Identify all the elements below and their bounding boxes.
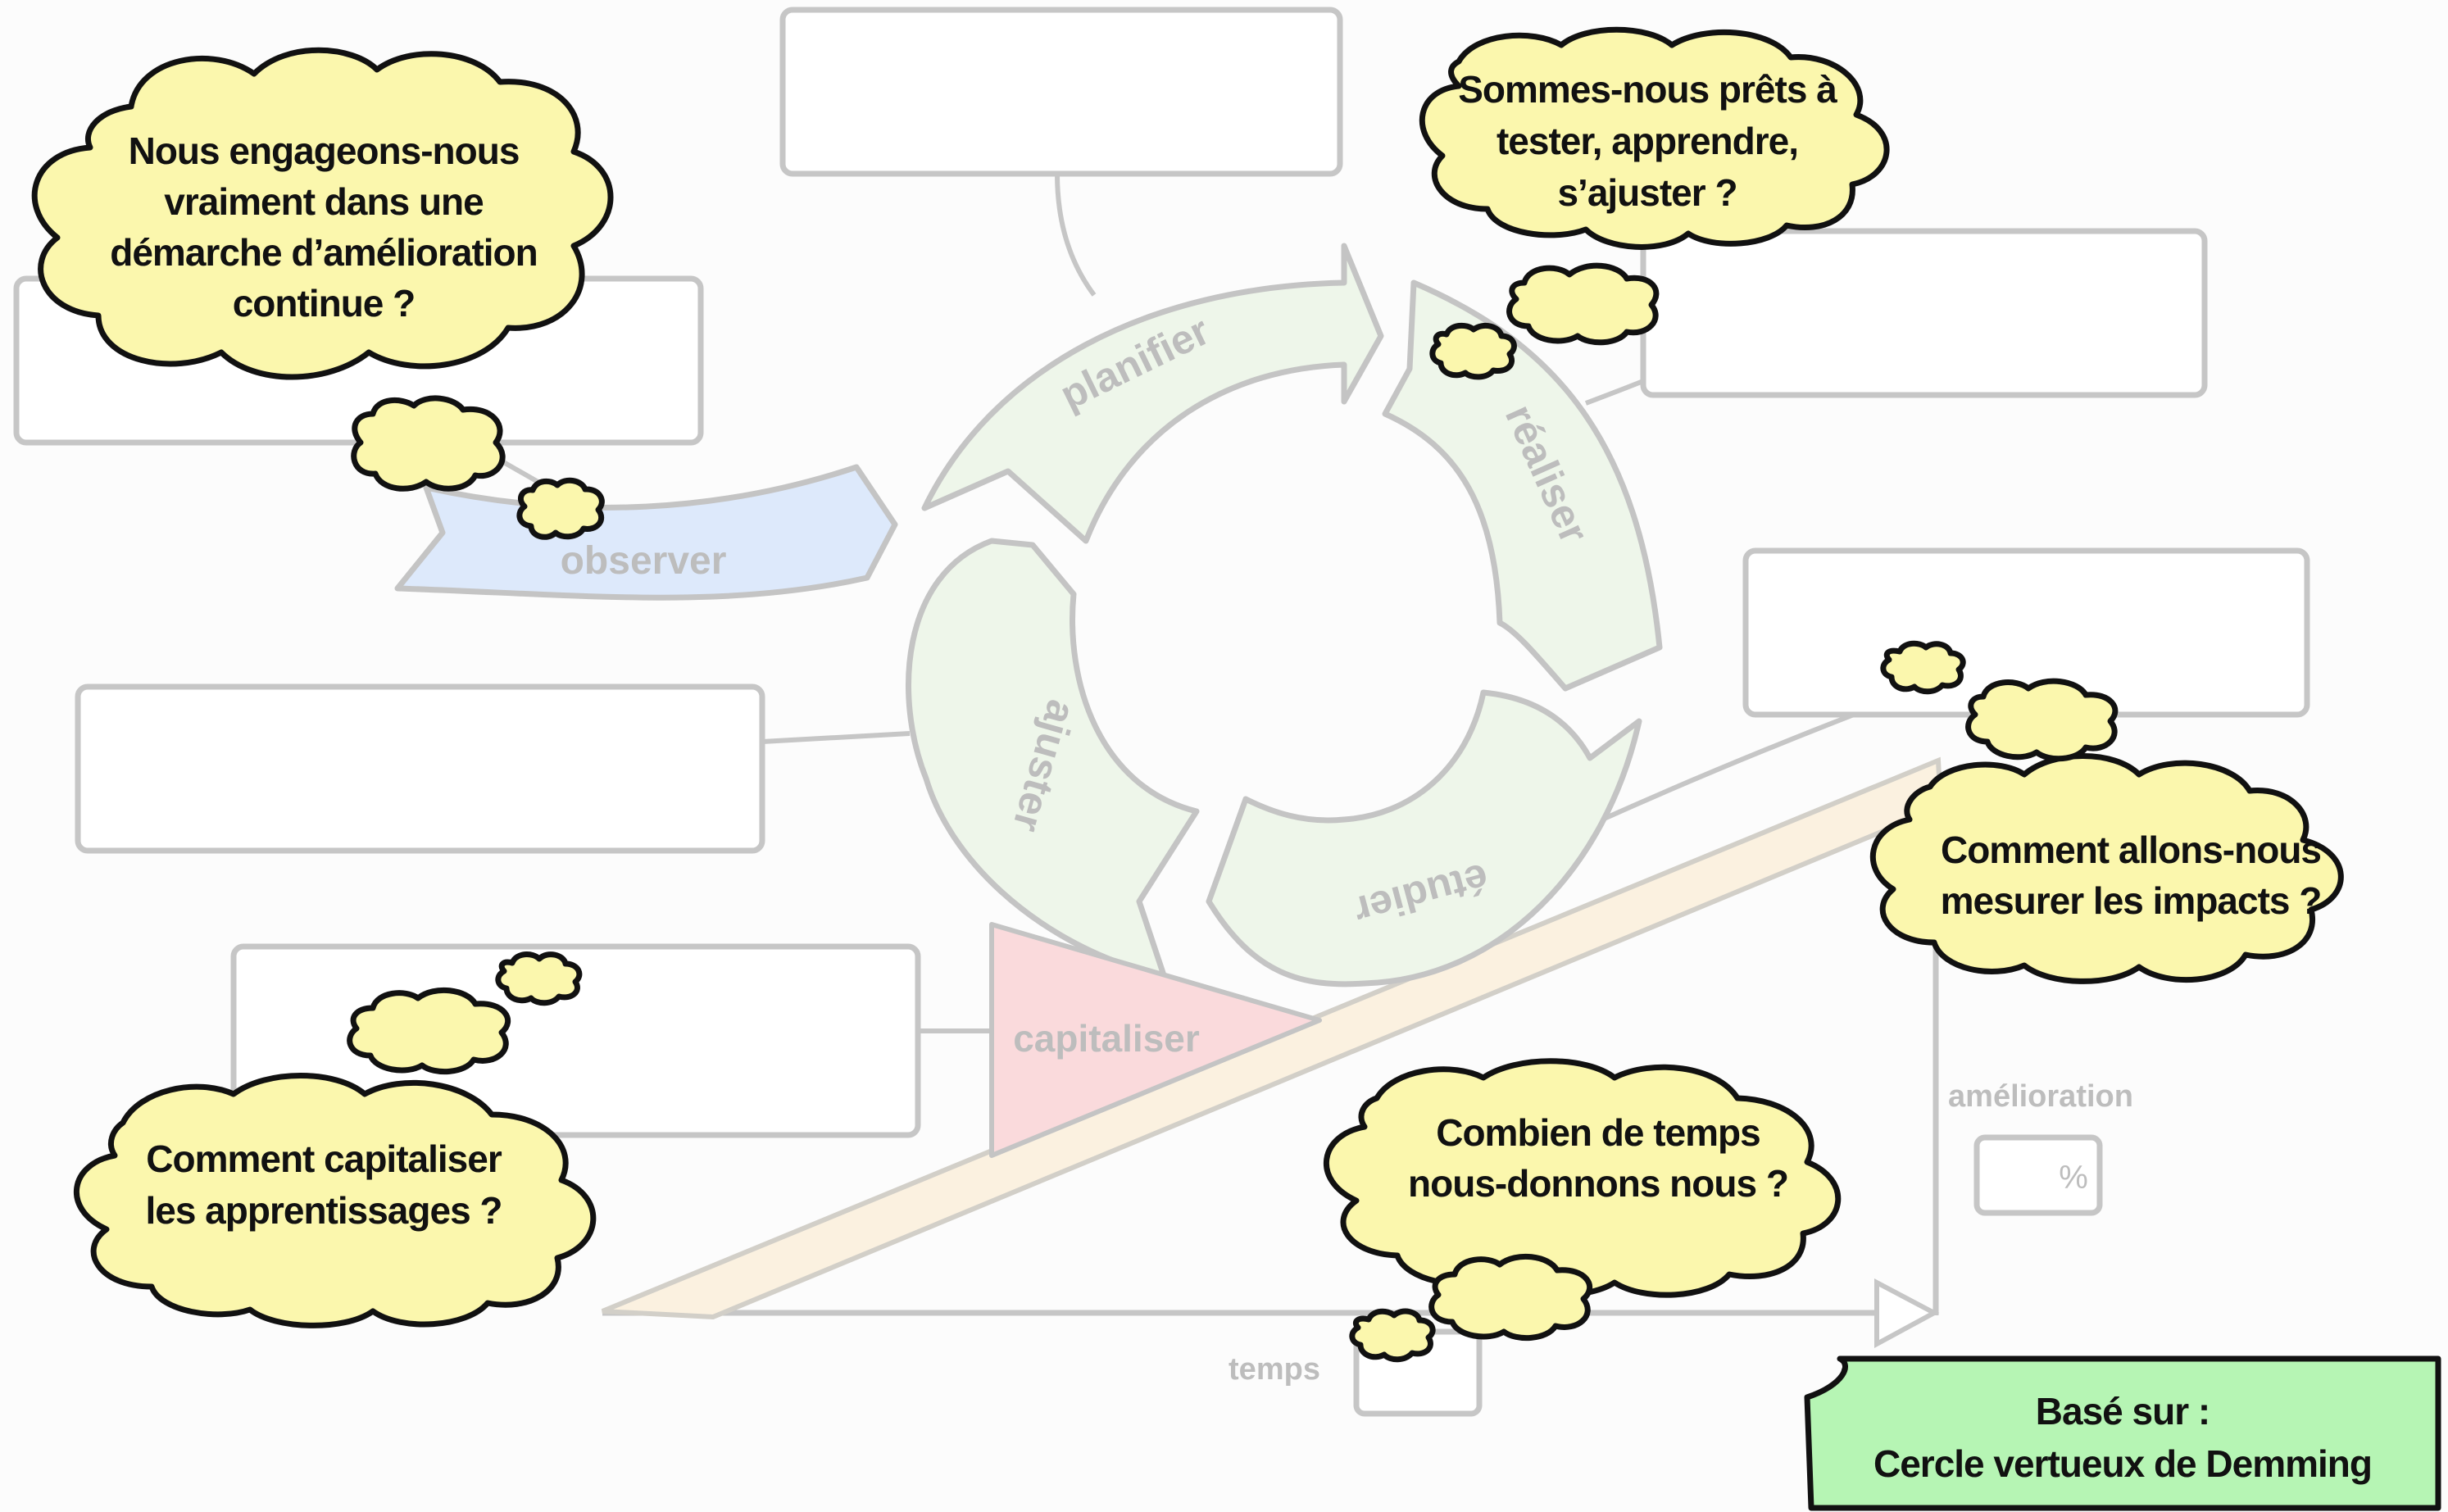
bubble-ready-line-1: Sommes-nous prêts à [1458, 68, 1837, 111]
source-note-line-1: Basé sur : [2036, 1390, 2210, 1433]
bubble-time-line-1: Combien de temps [1436, 1111, 1760, 1154]
time-axis-label: temps [1229, 1352, 1320, 1387]
cycle-arrow-do[interactable] [1382, 279, 1663, 692]
thought-bubble-commit [31, 47, 614, 380]
connector-act [761, 731, 911, 744]
thought-bubble-measure [1869, 753, 2344, 984]
source-note: Basé sur : Cercle vertueux de Demming [1804, 1355, 2441, 1511]
connector-do [1584, 379, 1645, 406]
axes: temps amélioration % [602, 762, 2133, 1387]
capitalize-triangle[interactable] [989, 922, 1322, 1158]
pdca-cycle [906, 243, 1663, 988]
capitalize-label: capitaliser [1013, 1017, 1200, 1060]
connector-study [1601, 712, 1855, 822]
bubble-capitalize-line-1: Comment capitaliser [146, 1137, 502, 1180]
bubble-texts: Nous engageons-nous vraiment dans une dé… [110, 68, 2322, 1232]
thought-bubbles [31, 26, 2344, 1363]
thought-trail-small-ready [1429, 322, 1517, 380]
thought-trail-large-capitalize [347, 987, 511, 1075]
bubble-ready-line-2: tester, apprendre, [1497, 120, 1798, 162]
thought-trail-small-capitalize [495, 951, 583, 1006]
placeholder-box-plan[interactable] [779, 7, 1343, 177]
thought-bubble-time [1324, 1058, 1842, 1299]
thought-trail-large-commit [351, 395, 506, 492]
cycle-arrow-act[interactable] [906, 538, 1200, 978]
thought-trail-large-measure [1965, 678, 2119, 762]
thought-trail-small-commit [516, 477, 605, 540]
thought-trail-large-ready [1506, 262, 1660, 346]
thought-trail-small-measure [1880, 640, 1966, 695]
bubble-commit-line-1: Nous engageons-nous [129, 129, 520, 172]
connector-plan [1055, 173, 1097, 297]
cycle-arrow-plan[interactable] [921, 243, 1384, 544]
bubble-time-line-2: nous-donnons nous ? [1408, 1162, 1788, 1205]
thought-bubble-capitalize [74, 1073, 597, 1328]
placeholder-box-act[interactable] [75, 683, 765, 854]
observe-label: observer [561, 539, 727, 583]
thought-bubble-ready [1419, 26, 1890, 250]
bubble-commit-line-2: vraiment dans une [164, 180, 484, 223]
cycle-arrow-study[interactable] [1206, 689, 1642, 988]
bubble-commit-line-3: démarche d’amélioration [110, 231, 538, 274]
source-note-card [1804, 1355, 2441, 1511]
bubble-measure-line-1: Comment allons-nous [1941, 829, 2321, 871]
source-note-fold-icon [1805, 1368, 1846, 1400]
source-note-line-2: Cercle vertueux de Demming [1873, 1442, 2372, 1485]
percent-unit: % [2059, 1160, 2088, 1196]
thought-trail-small-time [1349, 1308, 1436, 1363]
bubble-commit-line-4: continue ? [233, 282, 416, 325]
thought-trail-large-time [1428, 1253, 1593, 1342]
time-axis-arrow-icon [1874, 1278, 1940, 1349]
bubble-capitalize-line-2: les apprentissages ? [145, 1189, 502, 1232]
improvement-axis-label: amélioration [1948, 1079, 2133, 1114]
connector-lines [482, 173, 1855, 1033]
bubble-measure-line-2: mesurer les impacts ? [1941, 879, 2322, 922]
placeholder-box-percent[interactable] [1973, 1134, 2103, 1216]
placeholder-box-do[interactable] [1640, 228, 2208, 398]
bubble-ready-line-3: s’ajuster ? [1557, 171, 1737, 214]
